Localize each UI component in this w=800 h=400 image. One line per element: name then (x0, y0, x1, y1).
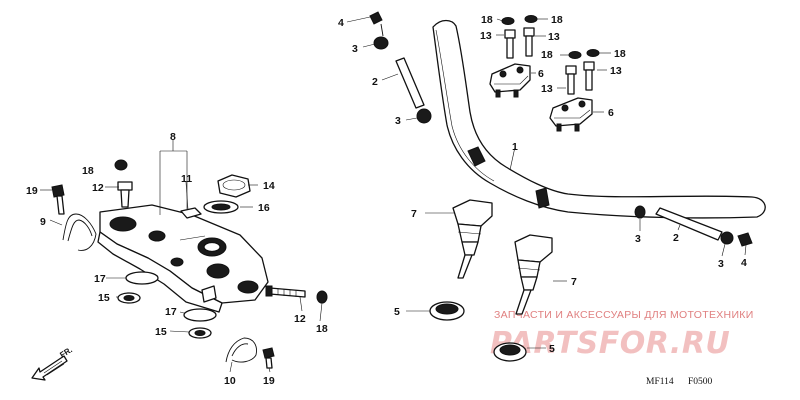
upper-holder-left (489, 63, 531, 98)
callout: 12 (92, 182, 104, 194)
handlebar (432, 19, 766, 219)
callout: 5 (394, 306, 400, 318)
callout: 12 (294, 313, 306, 325)
stem-nut (217, 174, 251, 198)
callout: 4 (741, 257, 747, 269)
wire-clamp-lower (225, 337, 257, 363)
bridge-pinch-bolt (265, 285, 328, 304)
callout: 9 (40, 216, 46, 228)
emblem (180, 207, 202, 219)
bolt-caps (501, 15, 600, 59)
callout: 10 (224, 375, 236, 387)
callout: 18 (551, 14, 563, 26)
wire-clamp-upper (62, 213, 97, 251)
callout: 8 (170, 131, 176, 143)
left-bolts (114, 159, 133, 208)
callout: 4 (338, 17, 344, 29)
bolt-13-d (583, 61, 595, 91)
lower-holder-lower (514, 234, 553, 315)
callout: 7 (571, 276, 577, 288)
callout: 2 (673, 232, 679, 244)
callout: 6 (538, 68, 544, 80)
callout: 13 (480, 30, 492, 42)
front-direction-arrow: FR. (31, 345, 74, 381)
callout: 17 (94, 273, 106, 285)
callout: 1 (512, 141, 518, 153)
callout: 6 (608, 107, 614, 119)
watermark-site: PARTSFOR.RU (490, 326, 730, 361)
bolt-13-b (523, 27, 535, 57)
front-label: FR. (58, 345, 74, 359)
handlebar-knurl-left (467, 146, 486, 167)
callout: 14 (263, 180, 275, 192)
callout: 19 (26, 185, 38, 197)
callout: 2 (372, 76, 378, 88)
watermark: ЗАПЧАСТИ И АКСЕССУАРЫ ДЛЯ МОТОТЕХНИКИ PA… (490, 309, 754, 361)
callout: 3 (352, 43, 358, 55)
callout: 3 (635, 233, 641, 245)
callout: 17 (165, 306, 177, 318)
rubbers-left (117, 271, 217, 339)
callout: 3 (718, 258, 724, 270)
diagram-code: MF114 F0500 (646, 377, 713, 387)
callout: 16 (258, 202, 270, 214)
handlebar-pipe (432, 19, 766, 219)
callout: 18 (316, 323, 328, 335)
washer (203, 200, 239, 214)
callout: 11 (181, 173, 192, 185)
callout: 3 (395, 115, 401, 127)
callout: 18 (614, 48, 626, 60)
watermark-subtitle: ЗАПЧАСТИ И АКСЕССУАРЫ ДЛЯ МОТОТЕХНИКИ (494, 309, 754, 321)
bolt-13-a (504, 29, 516, 59)
callout: 5 (549, 343, 555, 355)
diagram-code-left: MF114 (646, 377, 674, 387)
callout: 18 (541, 49, 553, 61)
callout: 18 (481, 14, 493, 26)
clamp-bolt-upper (51, 184, 65, 215)
top-bridge (97, 204, 269, 313)
callout-numbers: 4 3 2 3 1 18 18 13 13 6 18 18 13 13 6 7 … (26, 14, 747, 387)
diagram-code-right: F0500 (688, 377, 713, 387)
callout: 13 (541, 83, 553, 95)
callout: 7 (411, 208, 417, 220)
holder-bolts (504, 27, 595, 95)
bolt-13-c (565, 65, 577, 95)
lower-holder-upper (452, 199, 493, 279)
weight-rod-upper (369, 11, 432, 124)
callout: 18 (82, 165, 94, 177)
callout: 15 (155, 326, 167, 338)
cushions (429, 301, 527, 362)
leader-lines (40, 16, 747, 373)
callout: 15 (98, 292, 110, 304)
handlebar-knurl-right (535, 187, 550, 209)
callout: 13 (548, 31, 560, 43)
upper-holder-right (549, 97, 593, 132)
clamp-bolt-lower (262, 347, 275, 369)
callout: 13 (610, 65, 622, 77)
callout: 19 (263, 375, 275, 387)
weight-rod-right (634, 205, 753, 247)
